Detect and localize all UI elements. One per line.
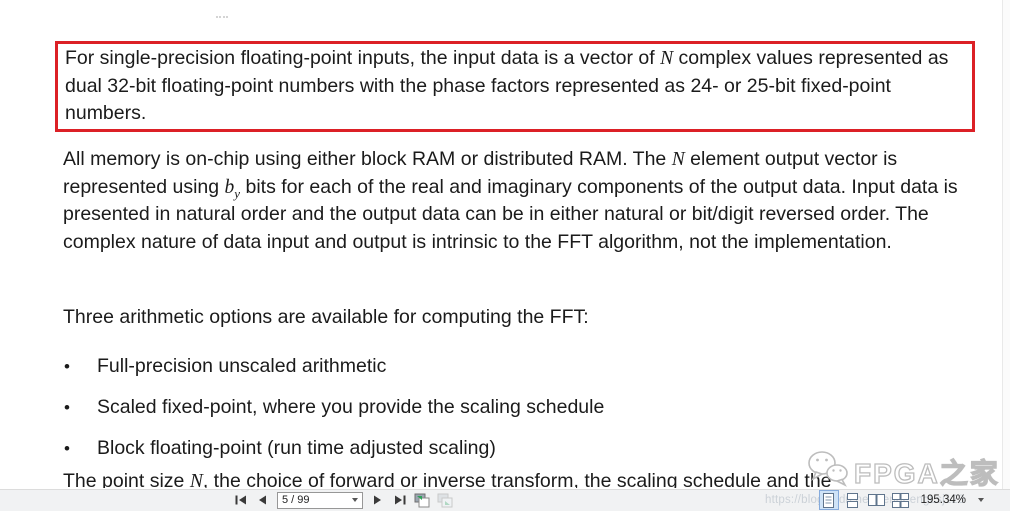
paragraph-text: All memory is on-chip using either block…	[63, 148, 672, 170]
math-variable-N: N	[660, 48, 674, 69]
paragraph-text: , the choice of forward or inverse trans…	[202, 470, 832, 488]
bullet-icon: •	[64, 357, 70, 376]
list-item: • Block floating-point (run time adjuste…	[64, 435, 964, 463]
document-page: For single-precision floating-point inpu…	[55, 16, 1002, 488]
highlight-annotation-box: For single-precision floating-point inpu…	[55, 41, 975, 132]
previous-view-icon[interactable]	[414, 493, 430, 508]
viewer-toolbar	[0, 489, 1010, 511]
list-item-text: Full-precision unscaled arithmetic	[97, 355, 387, 377]
arithmetic-options-intro: Three arithmetic options are available f…	[63, 306, 589, 328]
page-navigation-group: 5 / 99	[233, 491, 453, 509]
highlighted-paragraph: For single-precision floating-point inpu…	[65, 45, 966, 128]
next-view-icon[interactable]	[437, 493, 453, 508]
memory-paragraph: All memory is on-chip using either block…	[63, 146, 975, 256]
list-item: • Scaled fixed-point, where you provide …	[64, 394, 964, 422]
clipped-paragraph: The point size N, the choice of forward …	[63, 468, 1002, 488]
next-page-icon[interactable]	[370, 493, 385, 508]
zoom-level-value[interactable]: 195.34%	[920, 494, 966, 506]
chevron-down-icon[interactable]	[978, 498, 984, 502]
page-number-value: 5 / 99	[282, 494, 310, 506]
bullet-icon: •	[64, 398, 70, 417]
list-item-text: Scaled fixed-point, where you provide th…	[97, 396, 605, 418]
paragraph-text: The point size	[63, 470, 190, 488]
list-item: • Full-precision unscaled arithmetic	[64, 353, 964, 381]
first-page-icon[interactable]	[233, 493, 248, 508]
math-variable-N: N	[189, 471, 203, 488]
math-variable-N: N	[671, 149, 685, 170]
paragraph-text: element output vector is represented usi…	[63, 148, 898, 198]
chevron-down-icon[interactable]	[352, 498, 358, 502]
continuous-view-icon[interactable]	[844, 491, 862, 509]
paragraph-text: complex values represented as dual 32-bi…	[65, 47, 949, 124]
previous-page-icon[interactable]	[255, 493, 270, 508]
last-page-icon[interactable]	[392, 493, 407, 508]
two-page-continuous-view-icon[interactable]	[892, 491, 910, 509]
page-layout-group: 195.34%	[818, 490, 984, 510]
list-item-text: Block floating-point (run time adjusted …	[97, 437, 496, 459]
two-page-view-icon[interactable]	[868, 491, 886, 509]
paragraph-text: bits for each of the real and imaginary …	[63, 175, 958, 253]
single-page-view-icon[interactable]	[818, 490, 839, 510]
math-subscript-y: y	[234, 185, 241, 201]
faint-top-mark	[216, 16, 228, 20]
viewer-right-gutter	[1002, 0, 1010, 489]
paragraph-text: For single-precision floating-point inpu…	[65, 47, 661, 69]
bullet-icon: •	[64, 439, 70, 458]
page-number-input[interactable]: 5 / 99	[277, 491, 363, 509]
math-variable-b: b	[224, 176, 235, 198]
